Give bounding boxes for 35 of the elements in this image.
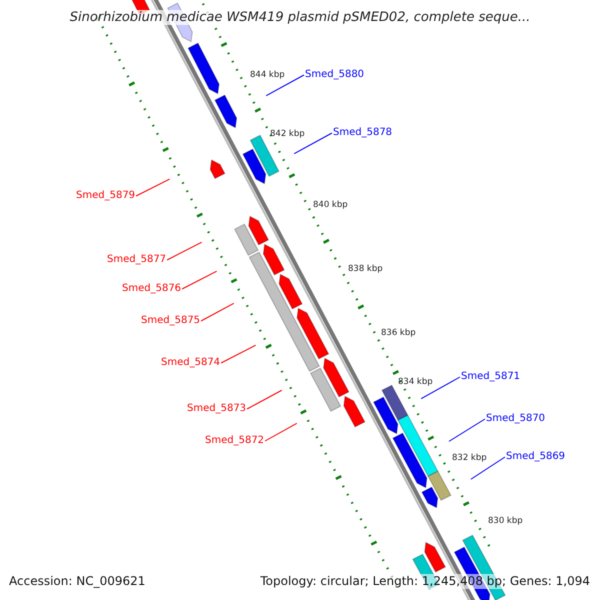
tick-label: 834 kbp: [398, 377, 433, 387]
tick-label: 836 kbp: [381, 328, 416, 338]
footer-text: Accession: NC_009621: [9, 574, 146, 589]
gene-label: Smed_5880: [305, 69, 364, 81]
tick-label: 832 kbp: [452, 453, 487, 463]
leader-line: [264, 422, 298, 442]
tick-label: 844 kbp: [250, 70, 285, 80]
gene-label: Smed_5869: [506, 451, 566, 463]
leader-line: [448, 418, 486, 442]
leader-line: [166, 242, 202, 260]
gene-label: Smed_5875: [141, 315, 200, 327]
leader-line: [294, 132, 332, 154]
tick-label: 838 kbp: [348, 264, 383, 274]
gene-label: Smed_5878: [333, 127, 392, 139]
footer-text: Topology: circular; Length: 1,245,408 bp; Genes: 1,094: [260, 574, 590, 589]
leader-line: [266, 74, 304, 96]
leader-line: [470, 456, 506, 480]
leader-line: [220, 344, 256, 364]
gene-label: Smed_5870: [486, 413, 546, 425]
leader-line: [246, 390, 282, 410]
gene-label: Smed_5877: [107, 254, 166, 266]
leader-line: [182, 270, 218, 290]
gene-label: Smed_5872: [205, 435, 264, 447]
leader-line: [136, 178, 170, 196]
tick-label: 842 kbp: [270, 129, 305, 139]
map-title: Sinorhizobium medicae WSM419 plasmid pSMED02, complete seque...: [68, 10, 532, 26]
tick-label: 840 kbp: [313, 200, 348, 210]
leader-line: [420, 376, 460, 400]
tick-label: 830 kbp: [488, 516, 523, 526]
gene-label: Smed_5874: [161, 357, 220, 369]
gene-label: Smed_5876: [122, 283, 182, 295]
gene-label: Smed_5873: [187, 403, 246, 415]
gene-label: Smed_5871: [461, 371, 520, 383]
gene-label: Smed_5879: [76, 190, 136, 202]
leader-line: [200, 302, 234, 322]
